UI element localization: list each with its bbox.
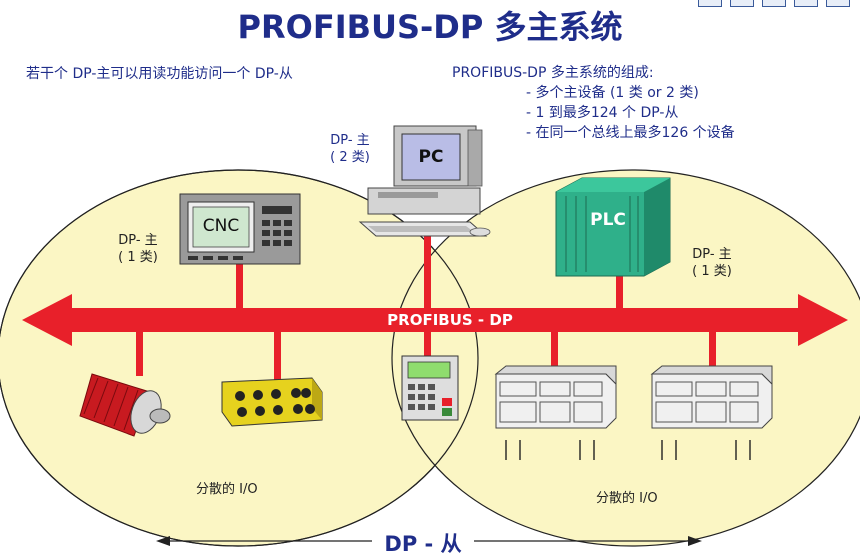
plc-role: DP- 主 bbox=[692, 247, 732, 262]
left-note: 若干个 DP-主可以用读功能访问一个 DP-从 bbox=[26, 66, 293, 82]
page-title: PROFIBUS-DP 多主系统 bbox=[237, 8, 623, 46]
pc-master-label: DP- 主 ( 2 类) bbox=[318, 132, 382, 166]
plc-device-label: PLC bbox=[590, 210, 626, 230]
io-module-icon bbox=[221, 377, 323, 427]
pc-class: ( 2 类) bbox=[330, 150, 370, 165]
cnc-master-label: DP- 主 ( 1 类) bbox=[106, 232, 170, 266]
bus-label: PROFIBUS - DP bbox=[387, 311, 513, 329]
nav-button-4[interactable] bbox=[794, 0, 818, 7]
pc-icon bbox=[358, 125, 491, 237]
right-note-item: - 在同一个总线上最多126 个设备 bbox=[526, 125, 735, 141]
pc-device-label: PC bbox=[418, 147, 444, 167]
slave-range-arrow bbox=[156, 536, 702, 546]
profibus-bus bbox=[22, 294, 848, 346]
right-note-item: - 1 到最多124 个 DP-从 bbox=[526, 105, 679, 121]
right-note-heading: PROFIBUS-DP 多主系统的组成: bbox=[452, 65, 654, 81]
cnc-icon bbox=[179, 193, 301, 265]
nav-button-5[interactable] bbox=[826, 0, 850, 7]
operator-panel-icon bbox=[401, 355, 459, 421]
right-note-item: - 多个主设备 (1 类 or 2 类) bbox=[526, 85, 699, 101]
rack-icon bbox=[494, 365, 617, 460]
right-ellipse bbox=[391, 169, 860, 547]
plc-master-label: DP- 主 ( 1 类) bbox=[680, 246, 744, 280]
cnc-class: ( 1 类) bbox=[118, 250, 158, 265]
cnc-role: DP- 主 bbox=[118, 233, 158, 248]
nav-button-1[interactable] bbox=[698, 0, 722, 7]
drop-lines bbox=[136, 228, 716, 380]
distributed-io-right-label: 分散的 I/O bbox=[596, 491, 658, 506]
dp-slave-label: DP - 从 bbox=[384, 532, 462, 556]
distributed-io-left-label: 分散的 I/O bbox=[196, 482, 258, 497]
rack-icon bbox=[650, 365, 773, 460]
right-note: PROFIBUS-DP 多主系统的组成: - 多个主设备 (1 类 or 2 类… bbox=[452, 63, 735, 143]
nav-button-3[interactable] bbox=[762, 0, 786, 7]
nav-button-2[interactable] bbox=[730, 0, 754, 7]
pc-role: DP- 主 bbox=[330, 133, 370, 148]
cnc-device-label: CNC bbox=[202, 216, 240, 236]
plc-class: ( 1 类) bbox=[692, 264, 732, 279]
drive-icon bbox=[79, 373, 171, 437]
plc-icon bbox=[555, 177, 671, 277]
